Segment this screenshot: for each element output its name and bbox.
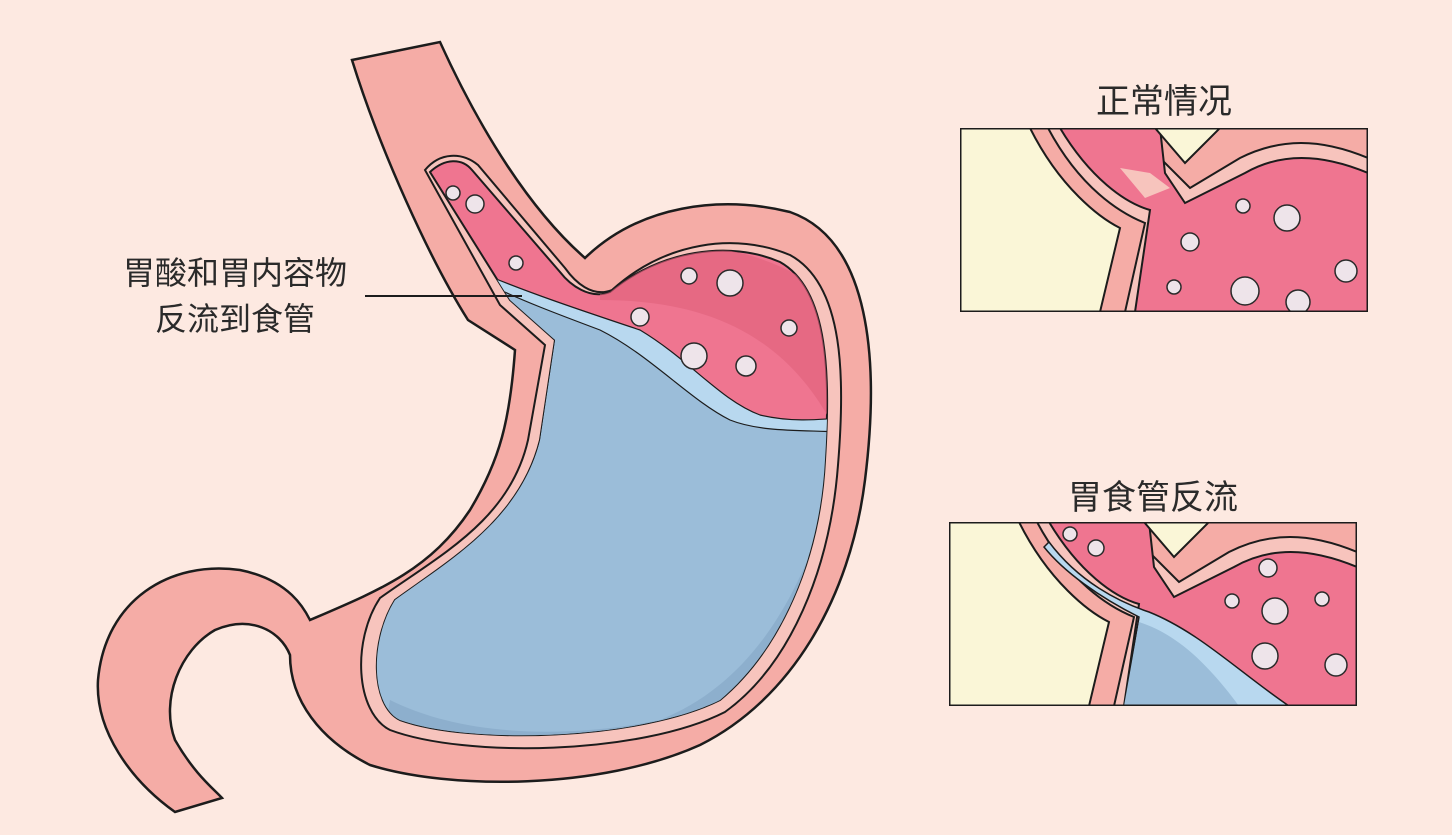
- reflux-label-line1: 胃酸和胃内容物: [122, 254, 347, 292]
- normal-panel: [960, 128, 1368, 312]
- gas-bubbles: [445, 185, 798, 377]
- reflux-panel-title: 胃食管反流: [1068, 478, 1238, 518]
- reflux-label-line2: 反流到食管: [154, 300, 315, 338]
- normal-panel-title: 正常情况: [1096, 82, 1232, 122]
- reflux-label: 胃酸和胃内容物 反流到食管: [100, 250, 370, 342]
- acid-fluid: [376, 268, 828, 736]
- reflux-panel: [949, 522, 1357, 706]
